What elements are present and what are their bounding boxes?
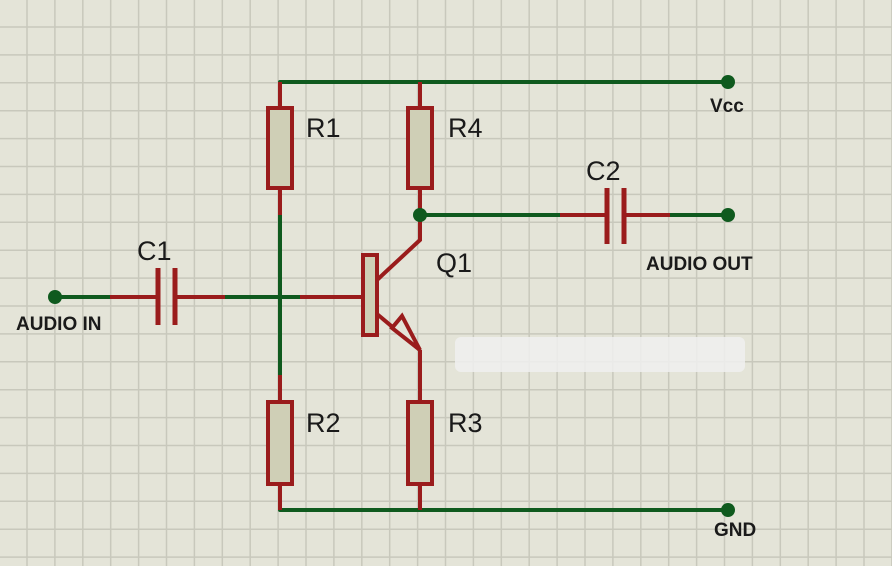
audio-out-label: AUDIO OUT	[646, 254, 753, 275]
q1-base-bar	[361, 253, 379, 337]
resistor-r4[interactable]	[406, 106, 434, 190]
gnd-terminal-dot[interactable]	[721, 503, 735, 517]
q1-label: Q1	[436, 248, 472, 278]
r4-label: R4	[448, 113, 483, 143]
c1-label: C1	[137, 236, 172, 266]
capacitor-c1[interactable]	[155, 268, 178, 325]
wires	[53, 80, 730, 512]
vcc-label: Vcc	[710, 96, 744, 117]
junctions	[48, 75, 735, 517]
resistor-r2[interactable]	[266, 400, 294, 486]
audio-in-label: AUDIO IN	[16, 314, 102, 335]
r2-label: R2	[306, 408, 341, 438]
q1-collector	[375, 215, 422, 282]
watermark	[455, 337, 745, 372]
resistor-r3[interactable]	[406, 400, 434, 486]
gnd-label: GND	[714, 520, 756, 541]
collector-junction-dot	[413, 208, 427, 222]
transistor-q1[interactable]	[361, 215, 422, 352]
audio-in-terminal-dot[interactable]	[48, 290, 62, 304]
r3-label: R3	[448, 408, 483, 438]
vcc-terminal-dot[interactable]	[721, 75, 735, 89]
c2-label: C2	[586, 156, 621, 186]
r1-label: R1	[306, 113, 341, 143]
component-leads	[110, 82, 670, 510]
resistor-r1[interactable]	[266, 106, 294, 190]
audio-out-terminal-dot[interactable]	[721, 208, 735, 222]
capacitor-c2[interactable]	[604, 188, 627, 244]
q1-emitter-arrow-icon	[389, 312, 422, 352]
